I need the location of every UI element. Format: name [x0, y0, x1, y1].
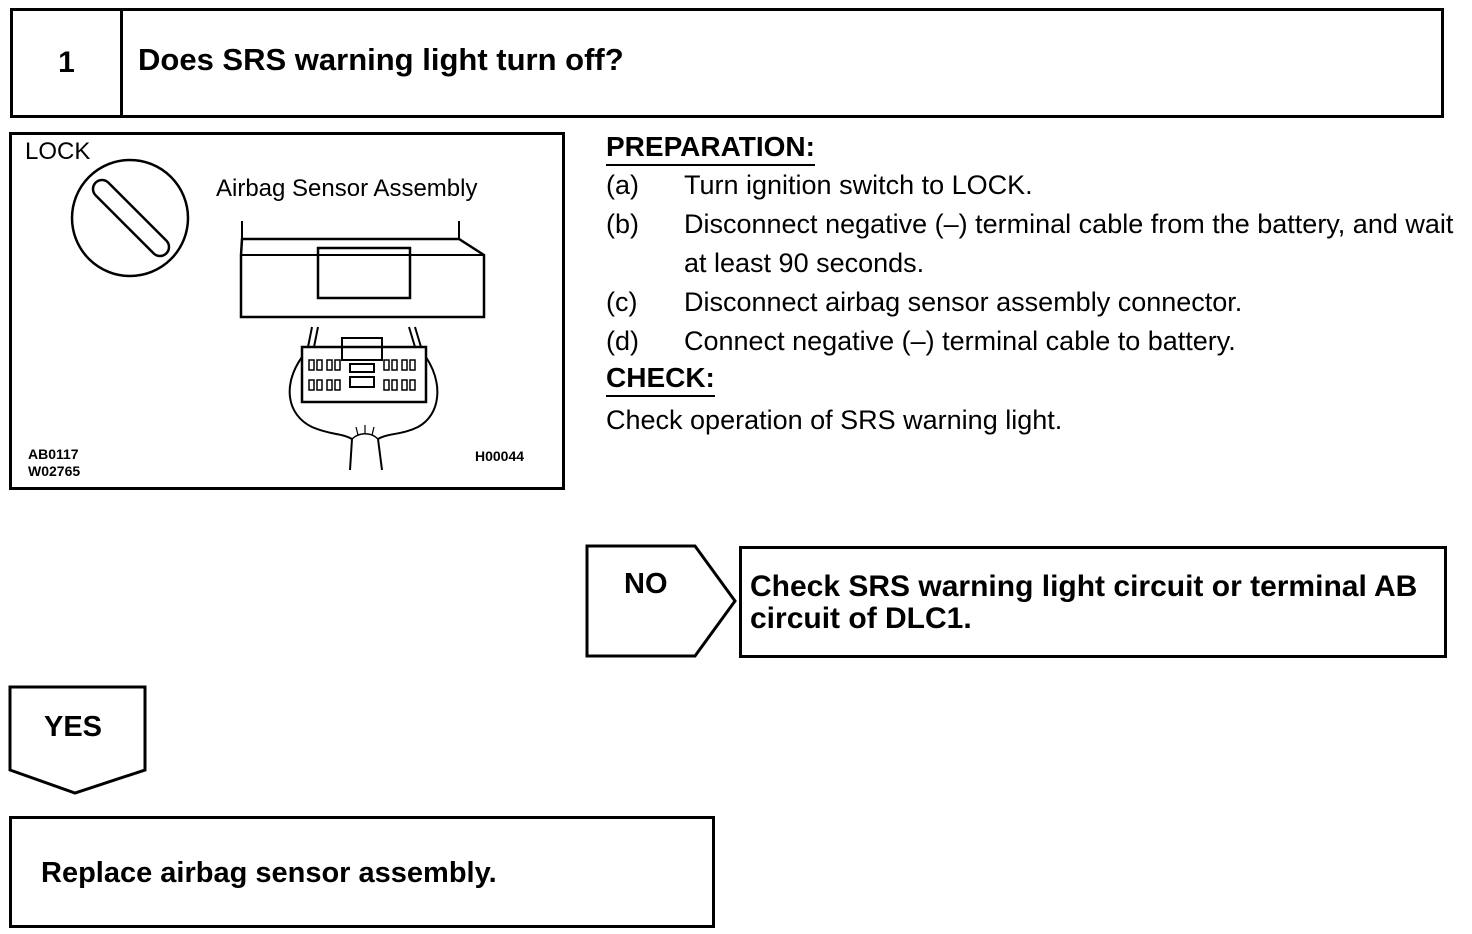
- procedure-text: PREPARATION: (a) Turn ignition switch to…: [606, 130, 1466, 440]
- prep-step: (d) Connect negative (–) terminal cable …: [606, 322, 1466, 361]
- figure-code-2: W02765: [28, 463, 81, 479]
- no-result-box: Check SRS warning light circuit or termi…: [739, 546, 1447, 658]
- step-number: 1: [13, 11, 123, 115]
- component-label: Airbag Sensor Assembly: [216, 175, 478, 202]
- sensor-assembly-shape: [239, 221, 486, 319]
- yes-result-box: Replace airbag sensor assembly.: [9, 816, 715, 928]
- airbag-sensor-illustration: LOCK Airbag Sensor Assembly AB0117 W0276…: [9, 132, 565, 490]
- figure-code-1: AB0117: [28, 446, 79, 462]
- ignition-lock-icon: [70, 158, 190, 278]
- step-header: 1 Does SRS warning light turn off?: [10, 8, 1444, 118]
- prep-step-text: Disconnect airbag sensor assembly connec…: [684, 287, 1243, 317]
- prep-step-letter: (b): [606, 209, 639, 239]
- figure-code-3: H00044: [475, 448, 525, 464]
- no-label: NO: [624, 568, 668, 600]
- no-arrow-shape: [585, 544, 737, 658]
- prep-step: (a) Turn ignition switch to LOCK.: [606, 166, 1466, 205]
- check-heading: CHECK:: [606, 361, 715, 397]
- yes-arrow-shape: [8, 685, 147, 795]
- prep-step: (c) Disconnect airbag sensor assembly co…: [606, 283, 1466, 322]
- check-text: Check operation of SRS warning light.: [606, 405, 1063, 435]
- prep-step-letter: (c): [606, 287, 638, 317]
- prep-step-letter: (d): [606, 326, 639, 356]
- yes-label: YES: [44, 711, 103, 743]
- prep-step: (b) Disconnect negative (–) terminal cab…: [606, 205, 1466, 283]
- prep-step-text: Disconnect negative (–) terminal cable f…: [684, 209, 1454, 278]
- preparation-heading: PREPARATION:: [606, 130, 815, 166]
- prep-step-text: Connect negative (–) terminal cable to b…: [684, 326, 1236, 356]
- lock-label: LOCK: [25, 138, 91, 165]
- sensor-connector-shape: [288, 326, 439, 471]
- step-question: Does SRS warning light turn off?: [138, 42, 624, 77]
- prep-step-letter: (a): [606, 170, 639, 200]
- prep-step-text: Turn ignition switch to LOCK.: [684, 170, 1033, 200]
- connector-drawing: [70, 158, 486, 471]
